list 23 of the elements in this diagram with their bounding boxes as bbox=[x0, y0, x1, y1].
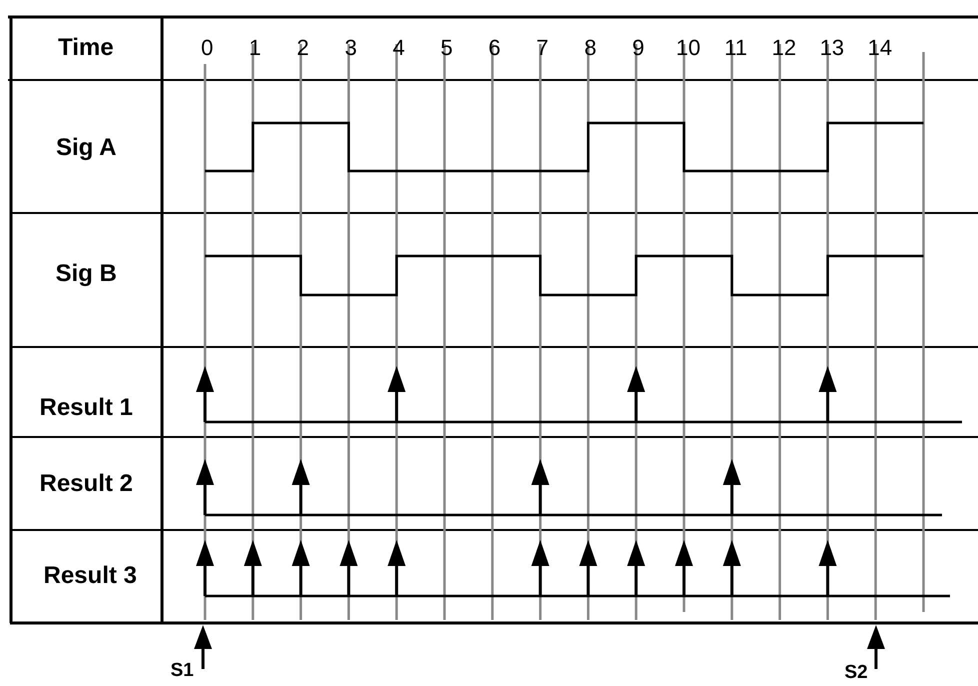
marker-label: S2 bbox=[844, 662, 868, 682]
row-header: Result 1 bbox=[40, 396, 133, 420]
time-tick-label: 0 bbox=[201, 37, 214, 59]
time-tick-label: 10 bbox=[676, 37, 700, 59]
time-tick-label: 2 bbox=[296, 37, 310, 59]
time-tick-label: 4 bbox=[392, 37, 405, 59]
time-tick-label: 6 bbox=[488, 37, 501, 59]
row-header: Result 2 bbox=[40, 472, 133, 496]
row-header: Sig A bbox=[56, 136, 116, 160]
row-header: Result 3 bbox=[44, 564, 137, 588]
marker-label: S1 bbox=[170, 660, 194, 680]
row-header: Sig B bbox=[56, 262, 117, 286]
time-tick-label: 5 bbox=[440, 37, 453, 59]
time-tick-label: 7 bbox=[536, 37, 549, 59]
time-tick-label: 1 bbox=[248, 37, 262, 59]
time-tick-label: 3 bbox=[344, 37, 357, 59]
time-tick-label: 13 bbox=[820, 37, 844, 59]
time-tick-label: 8 bbox=[584, 37, 596, 59]
time-tick-label: 9 bbox=[632, 37, 644, 59]
time-tick-label: 12 bbox=[772, 37, 796, 59]
time-tick-label: 14 bbox=[868, 37, 892, 59]
time-tick-label: 11 bbox=[724, 37, 748, 59]
row-header: Time bbox=[58, 36, 114, 60]
